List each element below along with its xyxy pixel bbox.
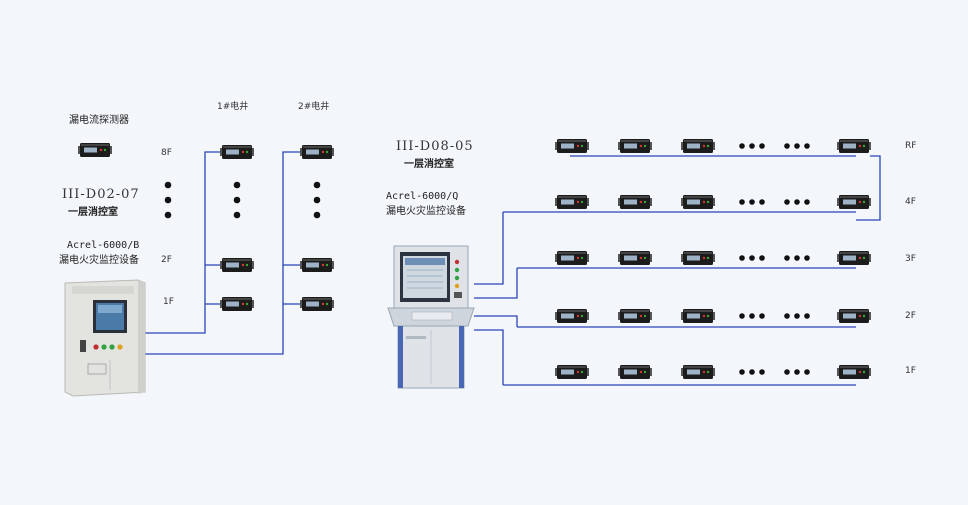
right-wiring [474,155,881,386]
right-model-label: Acrel-6000/Q [386,191,459,202]
left-device-name: 漏电火灾监控设备 [59,255,139,266]
right-floor-1f: 1F [905,366,916,376]
right-room-label: 一层消控室 [404,159,454,170]
right-floor-2f: 2F [905,311,916,321]
leakage-detector-sample [78,143,112,157]
shaft1-2f-detector [220,258,254,272]
left-system-code: III-D02-07 [62,187,140,202]
shaft2-8f-detector [300,145,334,159]
leakage-detector-label: 漏电流探测器 [69,115,129,126]
shaft1-1f-detector [220,297,254,311]
shaft-1-label: 1#电井 [217,102,249,112]
right-device-name: 漏电火灾监控设备 [386,206,466,217]
right-ellipsis-dots [739,143,810,375]
left-model-label: Acrel-6000/B [67,240,140,251]
left-floor-2f: 2F [161,255,172,265]
left-room-label: 一层消控室 [68,207,118,218]
left-wiring [145,151,302,355]
shaft2-2f-detector [300,258,334,272]
left-floor-8f: 8F [161,148,172,158]
right-floor-rf: RF [905,141,917,151]
shaft1-8f-detector [220,145,254,159]
left-floor-1f: 1F [163,297,174,307]
monitoring-cabinet-left [64,279,146,397]
shaft-2-label: 2#电井 [298,102,330,112]
left-ellipsis-dots [164,181,321,219]
shaft2-1f-detector [300,297,334,311]
right-floor-3f: 3F [905,254,916,264]
right-system-code: III-D08-05 [396,139,474,154]
right-floor-4f: 4F [905,197,916,207]
monitoring-console-right [387,245,475,389]
right-floor-detectors [555,139,871,379]
